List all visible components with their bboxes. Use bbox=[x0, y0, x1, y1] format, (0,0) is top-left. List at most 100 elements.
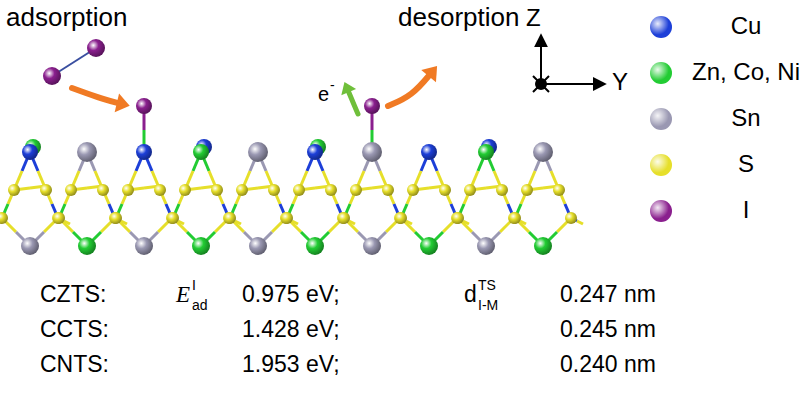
bonds bbox=[2, 108, 583, 246]
label-text: E bbox=[176, 283, 190, 306]
atom bbox=[65, 184, 77, 196]
atom bbox=[420, 237, 438, 255]
legend-swatch bbox=[650, 200, 672, 222]
label-text: 0.975 eV; bbox=[242, 283, 340, 306]
label-text: Z bbox=[526, 6, 541, 30]
atom bbox=[110, 212, 122, 224]
label-text: CZTS: bbox=[40, 283, 106, 306]
atom bbox=[193, 144, 209, 160]
legend-swatch bbox=[650, 16, 672, 38]
atom bbox=[109, 212, 121, 224]
atom bbox=[179, 184, 191, 196]
atom bbox=[452, 212, 464, 224]
atom bbox=[21, 237, 39, 255]
atom bbox=[192, 237, 210, 255]
atom bbox=[362, 142, 382, 162]
atom bbox=[52, 212, 64, 224]
label-text: ad bbox=[192, 298, 208, 312]
atom bbox=[307, 144, 323, 160]
atom bbox=[421, 144, 437, 160]
legend-text: Cu bbox=[731, 14, 762, 38]
label-text: desorption bbox=[398, 4, 519, 30]
atom bbox=[394, 212, 406, 224]
label-text: CCTS: bbox=[40, 318, 109, 341]
atom bbox=[395, 212, 407, 224]
atom bbox=[338, 212, 350, 224]
atom bbox=[509, 212, 521, 224]
atom bbox=[407, 184, 419, 196]
atom bbox=[53, 212, 65, 224]
atom bbox=[122, 184, 134, 196]
atom bbox=[281, 212, 293, 224]
atom bbox=[248, 142, 268, 162]
label-text: Y bbox=[612, 70, 628, 94]
atom bbox=[167, 212, 179, 224]
atom bbox=[521, 184, 533, 196]
label-text: TS bbox=[478, 278, 496, 292]
atom bbox=[363, 237, 381, 255]
label-text: 0.245 nm bbox=[560, 318, 656, 341]
atom bbox=[534, 237, 552, 255]
process-arrow bbox=[388, 72, 432, 106]
label-text: 1.428 eV; bbox=[242, 318, 340, 341]
legend-text: Sn bbox=[731, 106, 760, 130]
atom bbox=[22, 144, 38, 160]
atom bbox=[451, 212, 463, 224]
label-text: 0.247 nm bbox=[560, 283, 656, 306]
atom bbox=[211, 184, 223, 196]
iodine-atom bbox=[87, 39, 105, 57]
label-text: d bbox=[464, 283, 477, 306]
atom bbox=[77, 142, 97, 162]
legend-text: Zn, Co, Ni bbox=[692, 60, 800, 84]
atom bbox=[136, 144, 152, 160]
arrowhead bbox=[115, 93, 130, 112]
axis-z bbox=[540, 36, 542, 84]
label-text: I-M bbox=[478, 298, 498, 312]
atom bbox=[565, 212, 577, 224]
atom bbox=[382, 184, 394, 196]
label-text: I bbox=[192, 278, 196, 292]
atom bbox=[533, 142, 553, 162]
atom bbox=[154, 184, 166, 196]
legend-text: I bbox=[743, 198, 750, 222]
atom bbox=[439, 184, 451, 196]
legend-text: S bbox=[738, 152, 754, 176]
atom bbox=[135, 237, 153, 255]
label-text: 1.953 eV; bbox=[242, 353, 340, 376]
atom bbox=[97, 184, 109, 196]
label-text: CNTS: bbox=[40, 353, 109, 376]
atom bbox=[477, 237, 495, 255]
atoms bbox=[0, 98, 577, 255]
atom bbox=[553, 184, 565, 196]
atom bbox=[223, 212, 235, 224]
atom bbox=[306, 237, 324, 255]
atom bbox=[478, 144, 494, 160]
atom bbox=[337, 212, 349, 224]
atom bbox=[0, 212, 8, 224]
atom bbox=[249, 237, 267, 255]
arrowhead bbox=[341, 82, 356, 95]
atom bbox=[78, 237, 96, 255]
atom bbox=[40, 184, 52, 196]
axis-x-cross bbox=[533, 76, 549, 92]
atom bbox=[508, 212, 520, 224]
atom bbox=[136, 98, 152, 114]
label-text: 0.240 nm bbox=[560, 353, 656, 376]
legend-swatch bbox=[650, 154, 672, 176]
label-text: adsorption bbox=[6, 4, 127, 30]
atom bbox=[350, 184, 362, 196]
atom bbox=[325, 184, 337, 196]
atom bbox=[464, 184, 476, 196]
legend-swatch bbox=[650, 108, 672, 130]
atom bbox=[268, 184, 280, 196]
legend-swatch bbox=[650, 62, 672, 84]
atom bbox=[280, 212, 292, 224]
atom bbox=[293, 184, 305, 196]
atom bbox=[496, 184, 508, 196]
process-arrow bbox=[72, 88, 122, 104]
label-text: - bbox=[330, 78, 335, 92]
atom bbox=[224, 212, 236, 224]
label-text: e bbox=[318, 84, 329, 104]
atom bbox=[236, 184, 248, 196]
